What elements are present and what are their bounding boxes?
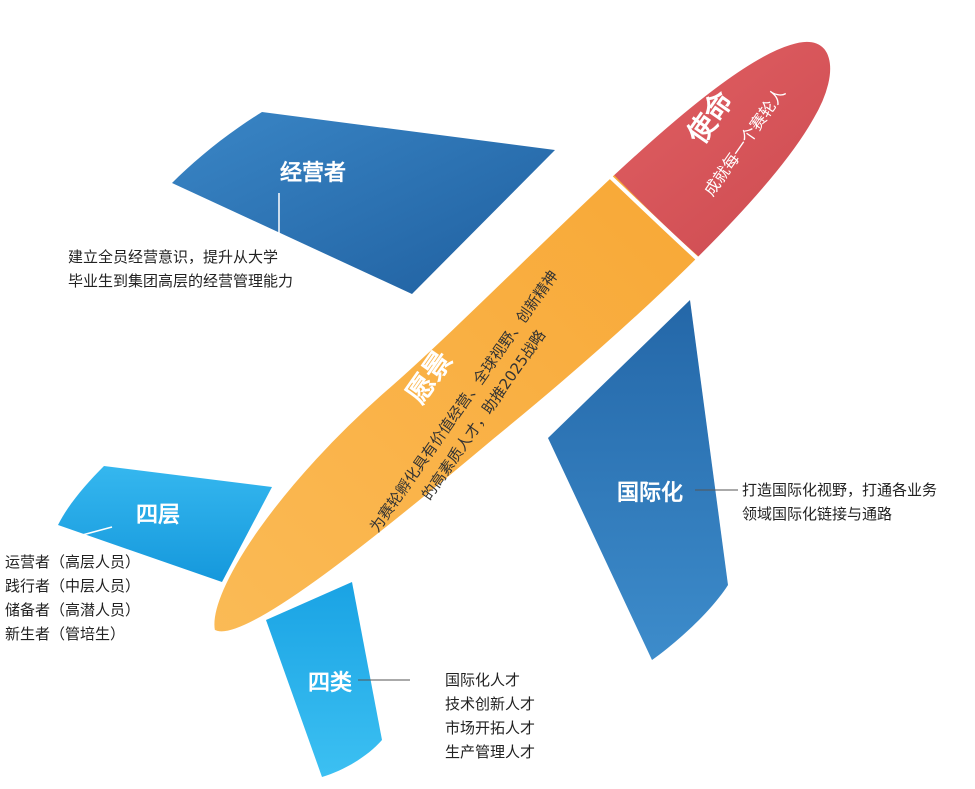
list-item: 储备者（高潜人员）	[5, 601, 140, 619]
wing-upper-left-label: 经营者	[280, 160, 346, 186]
tail-left-items: 运营者（高层人员） 践行者（中层人员） 储备者（高潜人员） 新生者（管培生）	[5, 553, 140, 643]
desc-line: 领域国际化链接与通路	[742, 505, 892, 523]
connector-tail-left	[59, 526, 113, 542]
wing-upper-left-desc: 建立全员经营意识，提升从大学 毕业生到集团高层的经营管理能力	[68, 248, 293, 290]
tail-fin-left	[58, 466, 272, 582]
list-item: 运营者（高层人员）	[5, 553, 140, 571]
wing-lower-right-desc: 打造国际化视野，打通各业务 领域国际化链接与通路	[742, 481, 937, 523]
desc-line: 打造国际化视野，打通各业务	[742, 481, 937, 499]
tail-fin-bottom	[266, 582, 382, 777]
tail-left-label: 四层	[136, 503, 180, 528]
list-item: 国际化人才	[445, 671, 520, 689]
fuselage-outline	[210, 37, 835, 636]
wing-upper-left	[172, 112, 555, 294]
tail-bottom-items: 国际化人才 技术创新人才 市场开拓人才 生产管理人才	[445, 671, 535, 761]
wing-lower-right	[548, 300, 728, 660]
list-item: 技术创新人才	[445, 695, 535, 713]
wing-lower-right-label: 国际化	[617, 480, 683, 506]
list-item: 生产管理人才	[445, 743, 535, 761]
list-item: 践行者（中层人员）	[5, 577, 140, 595]
desc-line: 建立全员经营意识，提升从大学	[68, 248, 278, 266]
list-item: 新生者（管培生）	[5, 625, 125, 643]
desc-line: 毕业生到集团高层的经营管理能力	[68, 272, 293, 290]
list-item: 市场开拓人才	[445, 719, 535, 737]
tail-bottom-label: 四类	[308, 671, 353, 696]
